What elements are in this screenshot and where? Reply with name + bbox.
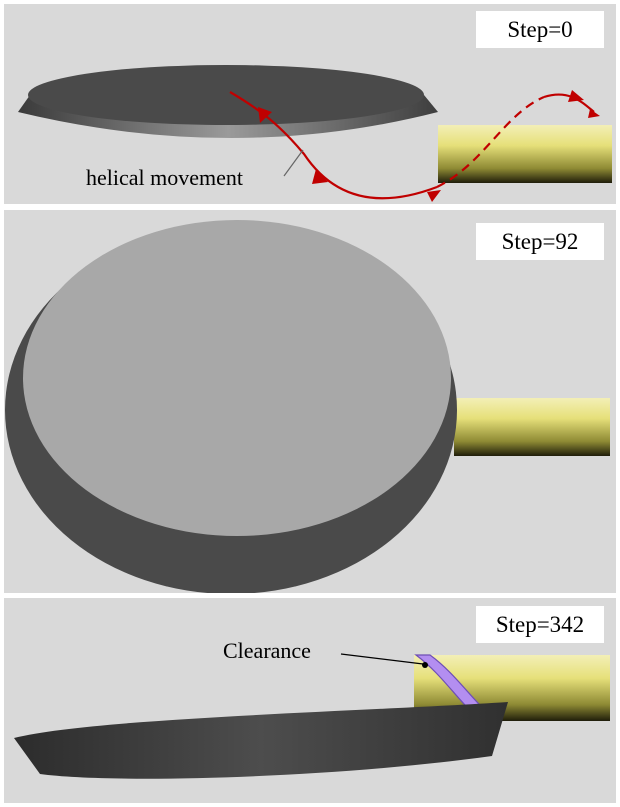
trajectory-arrowhead-icon [427, 190, 441, 202]
step-label: Step=0 [476, 11, 604, 48]
cylinder [438, 125, 612, 183]
trajectory-arrowhead-icon [588, 109, 600, 118]
helical-movement-label: helical movement [86, 165, 243, 190]
panel-step-92: Step=92 [4, 210, 616, 593]
disk [28, 65, 424, 125]
helical-trajectory-hidden [436, 95, 545, 188]
step-label: Step=92 [476, 223, 604, 260]
step-label: Step=342 [476, 606, 604, 643]
trajectory-arrowhead-icon [568, 90, 584, 102]
panel-step-342: Step=342 Clearance [4, 598, 616, 803]
clearance-label: Clearance [223, 638, 311, 663]
disk [14, 702, 508, 779]
helical-trajectory-front [229, 91, 438, 200]
cylinder [454, 398, 610, 456]
trajectory-arrowhead-icon [258, 107, 272, 123]
leader-line [340, 653, 424, 665]
scene-step-92 [4, 210, 616, 593]
disk-face [23, 220, 451, 536]
panel-step-0: Step=0 helical movement [4, 4, 616, 204]
leader-line [283, 149, 304, 177]
clearance-marker [422, 662, 428, 668]
trajectory-arrowhead-icon [312, 169, 328, 184]
